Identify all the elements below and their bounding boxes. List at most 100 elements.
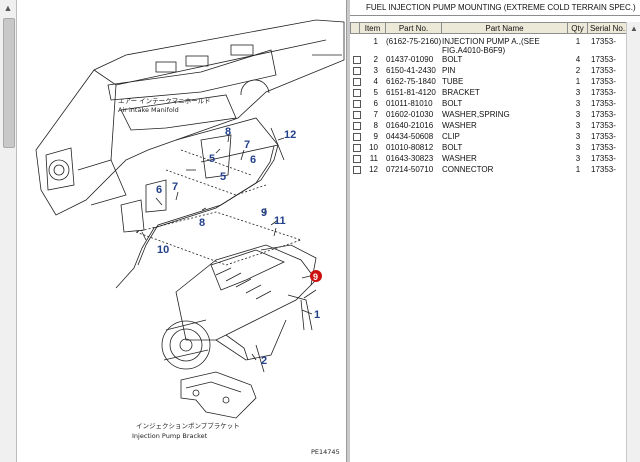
row-checkbox[interactable] [353, 111, 361, 119]
row-checkbox[interactable] [353, 166, 361, 174]
header-part-name[interactable]: Part Name [442, 22, 568, 34]
right-scrollbar[interactable]: ▲ [626, 22, 640, 462]
row-checkbox[interactable] [353, 56, 361, 64]
cell-part-no: 07214-50710 [386, 165, 434, 174]
cell-item: 3 [373, 66, 378, 75]
row-checkbox[interactable] [353, 122, 361, 130]
row-checkbox[interactable] [353, 78, 361, 86]
cell-part-no: 01643-30823 [386, 154, 434, 163]
row-select-cell [350, 37, 360, 46]
cell-serial-no: 17353- [591, 154, 616, 163]
pane-splitter[interactable] [346, 0, 351, 462]
callout-10[interactable]: 11 [274, 215, 286, 227]
pump-bracket-drawing [180, 334, 265, 419]
table-row[interactable]: FIG.A4010-B6F9) [350, 46, 640, 55]
row-checkbox[interactable] [353, 89, 361, 97]
cell-part-name: BOLT [442, 99, 463, 108]
callout-1[interactable]: 9 [313, 272, 318, 282]
cell-part-no [386, 46, 442, 55]
cell-qty: 3 [575, 99, 581, 108]
intake-manifold-drawing [35, 19, 345, 216]
cell-item: 1 [373, 37, 378, 46]
callout-5-upper[interactable]: 5 [209, 153, 215, 165]
cell-part-name: WASHER [442, 121, 477, 130]
cell-item: 2 [373, 55, 378, 64]
callout-7-lower[interactable]: 6 [156, 184, 162, 196]
cell-part-no: 6162-75-1840 [386, 77, 436, 86]
callout-11[interactable]: 9 [261, 207, 267, 219]
cell-item: 8 [373, 121, 378, 130]
callout-6-upper[interactable]: 6 [250, 154, 256, 166]
row-checkbox[interactable] [353, 155, 361, 163]
callout-12[interactable]: 12 [284, 129, 296, 141]
callout-2[interactable]: 1 [314, 309, 320, 321]
header-item[interactable]: Item [360, 22, 386, 34]
row-checkbox[interactable] [353, 100, 361, 108]
cell-serial-no: 17353- [591, 37, 616, 46]
scrollbar-thumb[interactable] [3, 18, 15, 148]
scroll-up-arrow-icon[interactable]: ▲ [630, 24, 638, 33]
cell-item: 9 [373, 132, 378, 141]
cell-item: 6 [373, 99, 378, 108]
header-qty[interactable]: Qty [568, 22, 588, 34]
parts-table: Item Part No. Part Name Qty Serial No. 1… [350, 22, 640, 176]
cell-part-no: 01437-01090 [386, 55, 434, 64]
exploded-parts-diagram: エアー インテークマニホールド Air intake Manifold [35, 19, 345, 456]
row-select-cell [350, 66, 361, 77]
cell-part-no: 01640-21016 [386, 121, 434, 130]
left-scrollbar[interactable]: ▲ [0, 0, 17, 462]
cell-qty: 2 [575, 66, 581, 75]
row-select-cell [350, 154, 361, 165]
callout-9-lower[interactable]: 10 [157, 244, 169, 256]
cell-part-name: INJECTION PUMP A.,(SEE [442, 37, 540, 46]
cell-part-name: PIN [442, 66, 456, 75]
callout-7-upper[interactable]: 7 [244, 139, 250, 151]
cell-part-no: 6150-41-2430 [386, 66, 436, 75]
parts-list-title: FUEL INJECTION PUMP MOUNTING (EXTREME CO… [350, 0, 640, 16]
header-part-no[interactable]: Part No. [386, 22, 442, 34]
row-select-cell [350, 143, 361, 154]
row-checkbox[interactable] [353, 144, 361, 152]
row-checkbox[interactable] [353, 67, 361, 75]
cell-serial-no: 17353- [591, 99, 616, 108]
cell-part-no: 6151-81-4120 [386, 88, 436, 97]
highlight-marker-1[interactable] [310, 270, 322, 282]
callout-3[interactable]: 2 [261, 355, 267, 367]
cell-item: 4 [373, 77, 378, 86]
callout-8-upper[interactable]: 8 [225, 126, 231, 138]
row-select-cell [350, 99, 361, 110]
cell-serial-no: 17353- [591, 55, 616, 64]
cell-qty: 1 [575, 77, 581, 86]
header-serial-no[interactable]: Serial No. [588, 22, 628, 34]
intake-caption-en: Air intake Manifold [118, 106, 179, 114]
bracket-assembly-drawing [115, 127, 303, 289]
callout-8-lower[interactable]: 7 [172, 181, 178, 193]
cell-serial-no: 17353- [591, 121, 616, 130]
cell-serial-no [588, 46, 628, 55]
row-checkbox[interactable] [353, 133, 361, 141]
cell-part-name: BOLT [442, 55, 463, 64]
row-select-cell [350, 132, 361, 143]
bracket-caption-jp: インジェクションポンプブラケット [136, 421, 240, 430]
bracket-caption-en: Injection Pump Bracket [132, 432, 208, 440]
parts-list-pane: FUEL INJECTION PUMP MOUNTING (EXTREME CO… [350, 0, 640, 462]
callout-9-mid[interactable]: 8 [199, 217, 205, 229]
cell-qty: 3 [575, 88, 581, 97]
callout-6-lower[interactable]: 5 [220, 171, 226, 183]
header-select[interactable] [350, 22, 360, 34]
cell-item: 7 [373, 110, 378, 119]
figure-code: PE14745 [311, 448, 340, 456]
scroll-up-arrow-icon[interactable]: ▲ [3, 3, 13, 13]
